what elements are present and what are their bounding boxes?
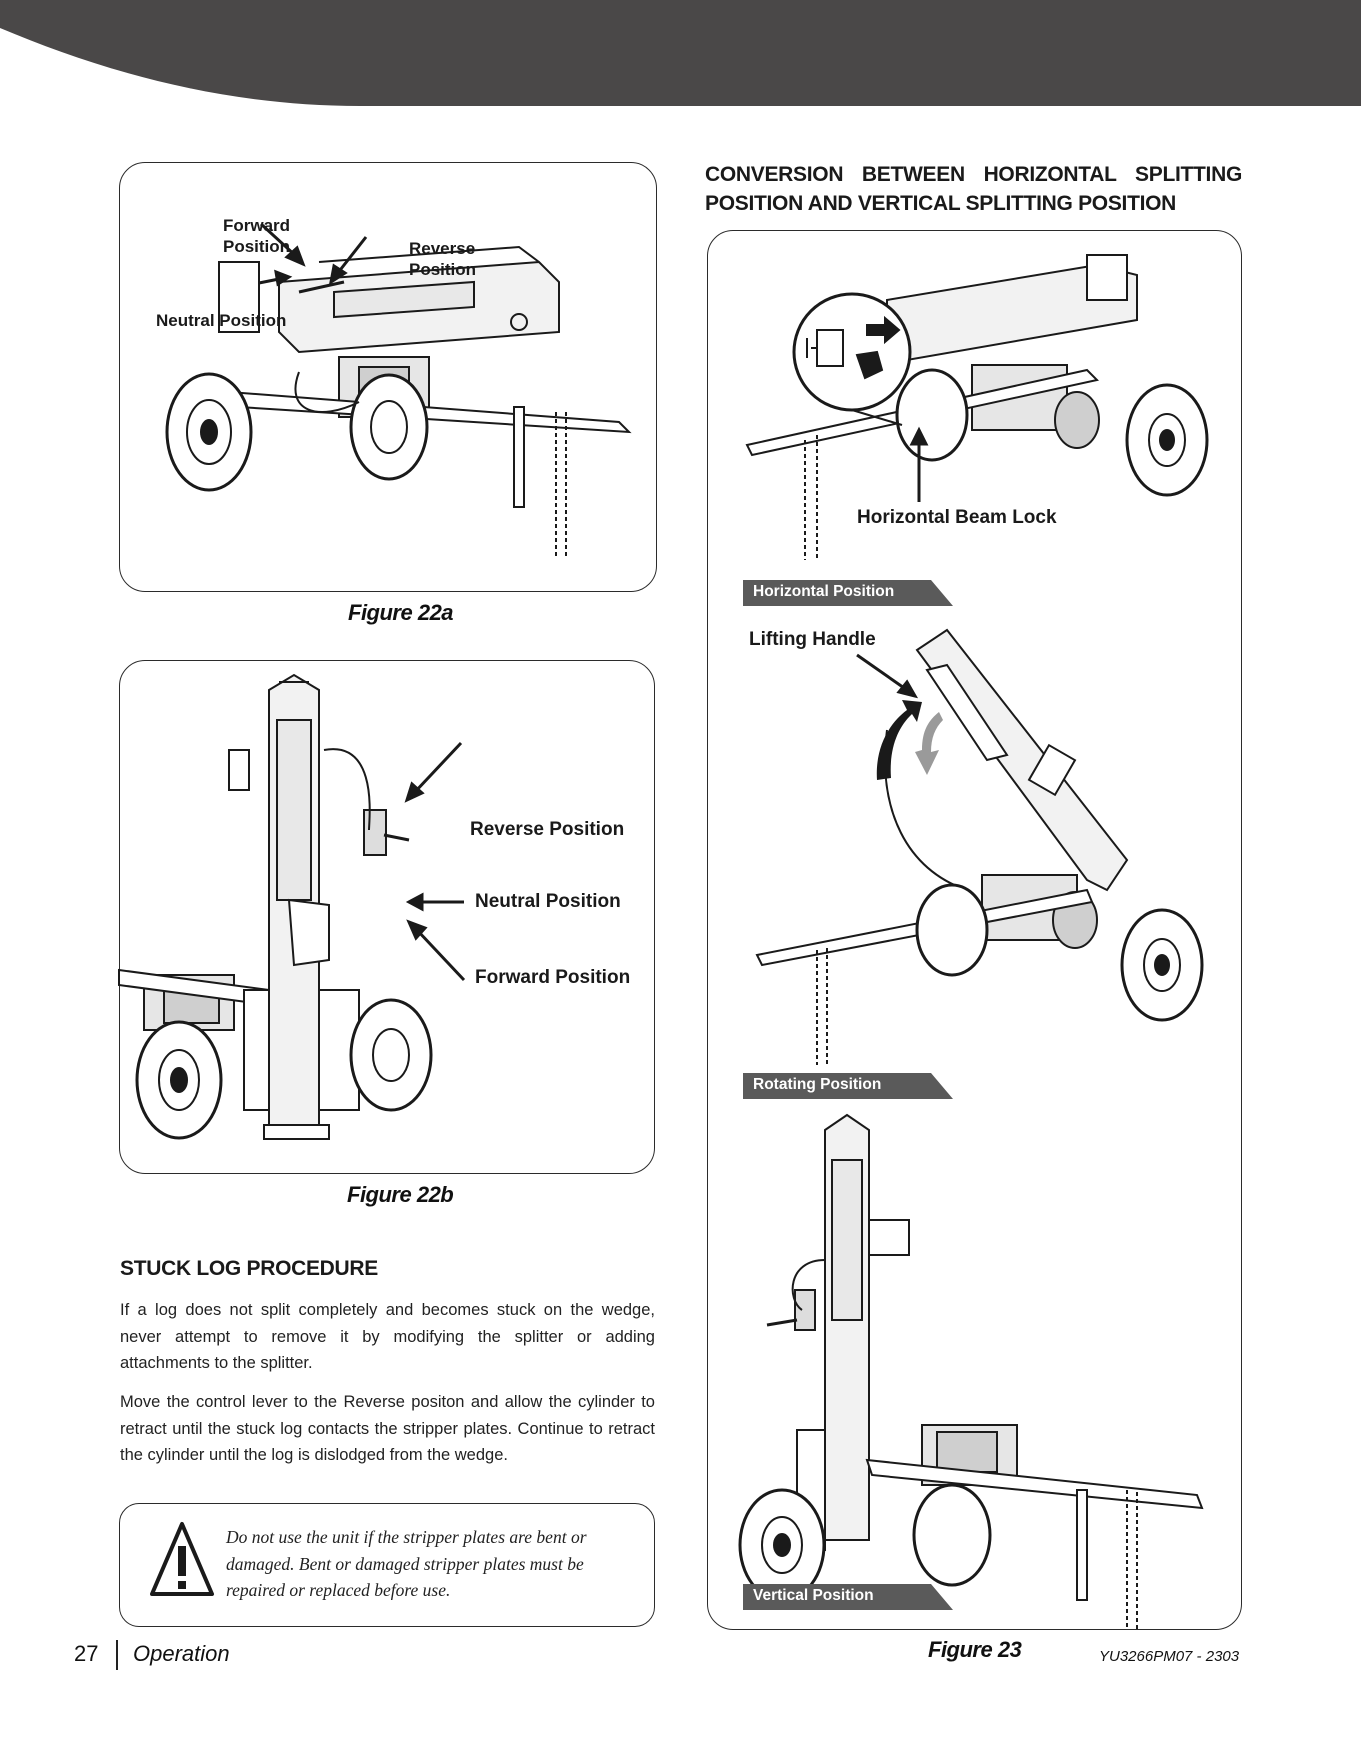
figure-22a-caption: Figure 22a: [348, 600, 454, 625]
forward-label: Forward: [223, 216, 291, 235]
figure-22a-illustration: [165, 222, 632, 557]
stuck-log-heading: STUCK LOG PROCEDURE: [120, 1257, 378, 1280]
warning-triangle-icon: [150, 1522, 214, 1596]
footer-divider: [116, 1640, 118, 1670]
figure-22b-caption: Figure 22b: [347, 1182, 454, 1207]
header-band: [0, 0, 1361, 106]
horizontal-position-illustration: [745, 254, 1209, 560]
horizontal-position-label: Horizontal Position: [753, 583, 895, 600]
conversion-heading-line-2: POSITION AND VERTICAL SPLITTING POSITION: [705, 192, 1177, 215]
forward-position-callout-22b: Forward Position: [475, 967, 631, 988]
neutral-position-callout-22a: Neutral Position: [156, 311, 287, 330]
rotating-position-illustration: [755, 628, 1204, 1065]
reverse-position-callout-22a: Reverse Position: [409, 238, 476, 280]
page-number: 27: [74, 1641, 99, 1666]
horizontal-position-tab: Horizontal Position: [743, 580, 953, 606]
rotating-position-tab: Rotating Position: [743, 1073, 953, 1099]
vertical-position-tab: Vertical Position: [743, 1584, 953, 1610]
warning-text: Do not use the unit if the stripper plat…: [226, 1527, 587, 1600]
stuck-log-paragraph-1: If a log does not split completely and b…: [120, 1301, 655, 1372]
neutral-position-callout-22b: Neutral Position: [475, 891, 621, 912]
stuck-log-paragraph-2: Move the control lever to the Reverse po…: [120, 1393, 655, 1464]
forward-position-label: Position: [223, 237, 291, 256]
conversion-heading-line-1: CONVERSION BETWEEN HORIZONTAL SPLITTING: [705, 163, 1242, 186]
figure-23-caption: Figure 23: [928, 1637, 1022, 1662]
reverse-position-callout-22b: Reverse Position: [470, 819, 625, 840]
horizontal-beam-lock-callout: Horizontal Beam Lock: [857, 507, 1057, 528]
vertical-position-label: Vertical Position: [753, 1587, 874, 1604]
reverse-label: Reverse: [409, 239, 476, 258]
conversion-heading: CONVERSION BETWEEN HORIZONTAL SPLITTING …: [705, 160, 1242, 218]
figure-22b-illustration: [118, 673, 466, 1140]
rotating-position-label: Rotating Position: [753, 1076, 882, 1093]
footer-section-title: Operation: [133, 1641, 230, 1666]
vertical-position-illustration: [738, 1113, 1204, 1630]
reverse-position-label: Position: [409, 260, 477, 279]
lifting-handle-callout: Lifting Handle: [749, 629, 876, 650]
forward-position-callout-22a: Forward Position: [223, 215, 290, 257]
document-code: YU3266PM07 - 2303: [1099, 1648, 1240, 1665]
warning-box: [119, 1503, 655, 1627]
